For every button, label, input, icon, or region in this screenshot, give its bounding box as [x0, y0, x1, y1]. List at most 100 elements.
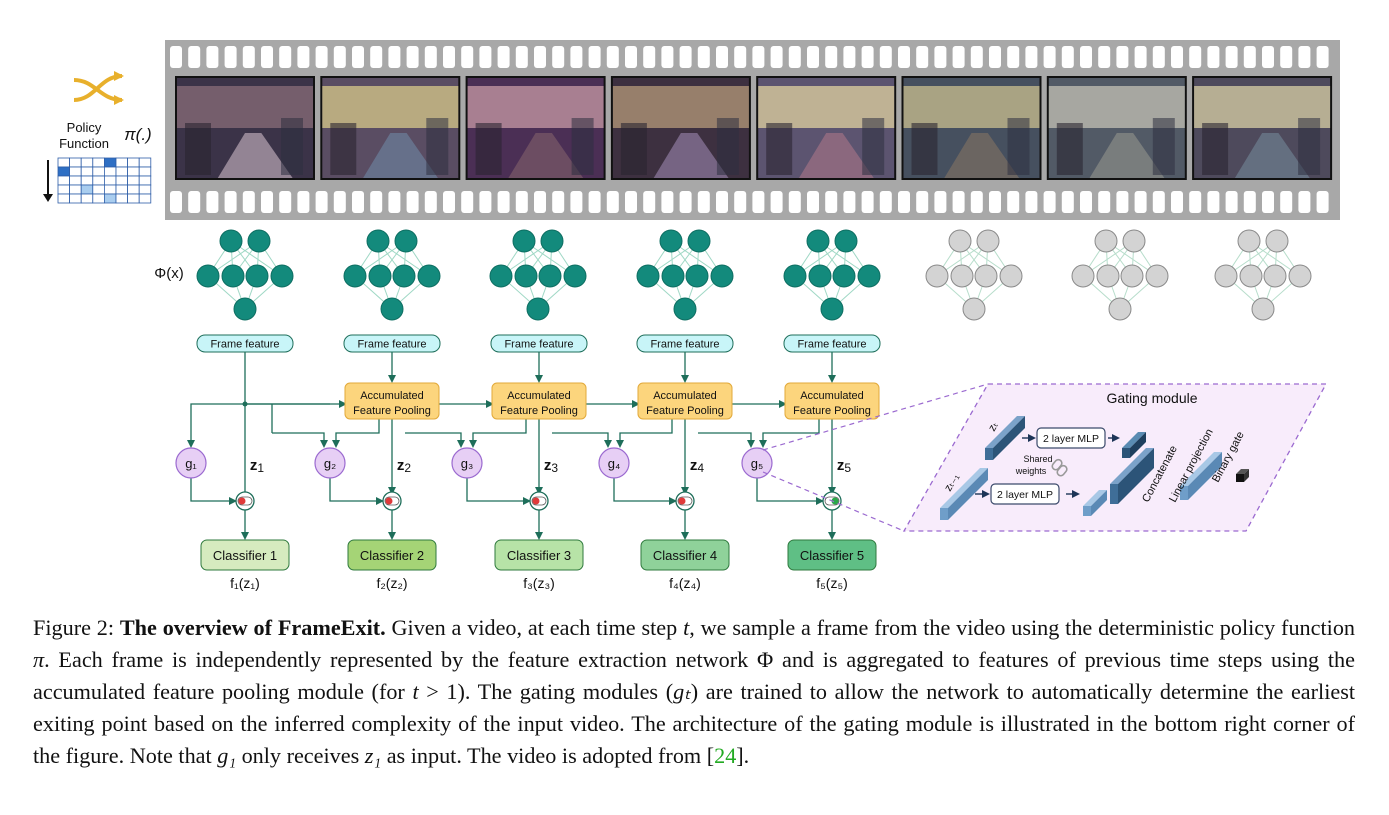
film-hole: [206, 191, 219, 213]
network-node: [540, 229, 564, 253]
classifier-output-label: f₅(z₅): [816, 575, 848, 591]
policy-grid-cell: [104, 166, 117, 177]
classifier-label: Classifier 4: [653, 548, 717, 563]
film-hole: [261, 46, 273, 68]
network-node: [710, 264, 734, 288]
connection-line: [329, 478, 384, 505]
frame-lane: [363, 133, 438, 178]
network-node: [857, 264, 881, 288]
network-node: [1251, 297, 1275, 321]
z-label: z1: [250, 457, 265, 475]
frame-feature-label: Frame feature: [357, 339, 426, 351]
film-hole: [1243, 46, 1256, 68]
film-hole: [825, 46, 838, 68]
policy-grid-cell: [127, 157, 140, 168]
caption-var-g1: g₁: [217, 743, 237, 768]
frame-person: [185, 123, 211, 175]
frame-feature-box: [636, 334, 734, 353]
film-hole: [497, 191, 510, 213]
policy-grid-cell: [92, 184, 105, 195]
network-node: [247, 229, 271, 253]
film-hole: [1298, 46, 1311, 68]
film-hole: [388, 191, 401, 213]
film-hole: [1316, 46, 1329, 68]
film-hole: [461, 191, 474, 213]
network-node: [221, 264, 245, 288]
film-hole: [843, 46, 856, 68]
film-hole: [916, 46, 929, 68]
film-hole: [515, 191, 528, 213]
policy-grid-cell: [138, 193, 152, 204]
switch-knob-off: [238, 497, 246, 505]
network-node: [343, 264, 367, 288]
network-node: [1237, 229, 1261, 253]
film-hole: [788, 191, 801, 213]
policy-grid-cell: [127, 166, 140, 177]
connection-line: [552, 432, 612, 448]
film-hole: [497, 46, 510, 68]
film-hole: [679, 191, 692, 213]
film-hole: [1098, 191, 1111, 213]
classifier-output-label: f₂(z₂): [376, 575, 407, 591]
network-node: [1108, 297, 1132, 321]
connection-line: [190, 478, 237, 505]
network-node: [380, 297, 404, 321]
classifier-label: Classifier 2: [360, 548, 424, 563]
classifier-label: Classifier 5: [800, 548, 864, 563]
connection-line: [332, 419, 380, 448]
film-hole: [661, 46, 674, 68]
film-hole: [570, 46, 583, 68]
film-hole: [1116, 191, 1129, 213]
frame-feature-box: [196, 334, 294, 353]
classifier-output-label: f₃(z₃): [523, 575, 555, 591]
frame-feature-box: [490, 334, 588, 353]
gate-node: [314, 447, 346, 479]
network-node: [806, 229, 830, 253]
policy-grid-cell: [115, 193, 129, 204]
film-hole: [1152, 46, 1165, 68]
network-node: [270, 264, 294, 288]
policy-grid-cell: [92, 193, 105, 204]
film-hole: [443, 46, 455, 68]
classifier-box: [347, 539, 437, 571]
film-hole: [879, 191, 892, 213]
network-node: [368, 264, 392, 288]
caption-reference-link[interactable]: 24: [714, 743, 737, 768]
caption-var-gt: gₜ: [673, 679, 691, 704]
film-hole: [952, 191, 965, 213]
pooling-label-line2: Feature Pooling: [353, 405, 431, 417]
film-hole: [606, 191, 619, 213]
policy-grid-cell: [69, 193, 82, 204]
classifier-label: Classifier 3: [507, 548, 571, 563]
policy-grid-cell: [69, 157, 82, 168]
frame-feature-box: [343, 334, 441, 353]
network-node: [974, 264, 998, 288]
caption-var-t: t: [683, 615, 690, 640]
policy-grid-cell: [80, 193, 94, 204]
policy-grid-cell: [138, 175, 152, 186]
phi-label: Φ(x): [154, 265, 183, 282]
network-node: [673, 297, 697, 321]
film-hole: [934, 46, 947, 68]
policy-grid-cell: [115, 166, 129, 177]
frame-person: [766, 123, 793, 175]
gate-label: g₅: [751, 456, 763, 471]
zt1-bar: [940, 468, 988, 508]
classifier-box: [640, 539, 730, 571]
film-hole: [1171, 191, 1183, 213]
connection-line: [759, 419, 820, 448]
policy-grid-cell: [92, 157, 105, 168]
film-hole: [1025, 191, 1038, 213]
film-hole: [643, 46, 656, 68]
film-hole: [206, 46, 219, 68]
film-hole: [1171, 46, 1183, 68]
network-node: [512, 229, 536, 253]
film-hole: [1043, 191, 1056, 213]
connection-line: [756, 478, 824, 505]
connection-line: [466, 478, 531, 505]
frame-lane: [1089, 133, 1165, 178]
film-hole: [1134, 191, 1147, 213]
pooling-box: [491, 382, 587, 420]
policy-grid-cell: [80, 184, 94, 195]
network-node: [948, 229, 972, 253]
